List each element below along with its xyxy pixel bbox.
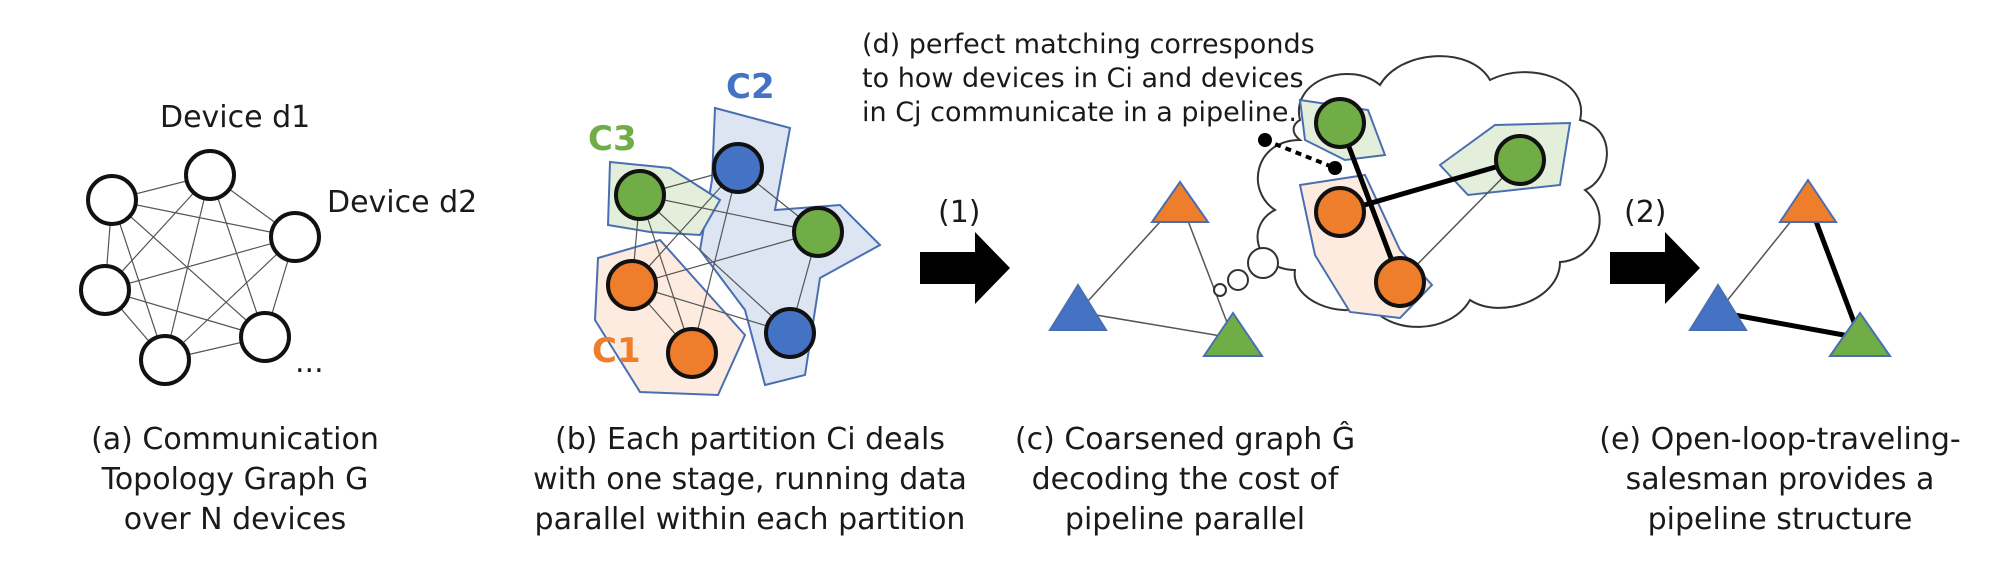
caption-line: Topology Graph G: [101, 462, 369, 497]
caption-line: with one stage, running data: [533, 462, 967, 497]
partition-c3-label: C3: [588, 119, 637, 159]
caption-line: pipeline structure: [1647, 502, 1913, 537]
arrow-1-icon: [920, 232, 1010, 304]
coarsened-node-blue: [1048, 283, 1108, 331]
caption-line: pipeline parallel: [1064, 502, 1306, 537]
device-node: [139, 334, 191, 386]
device-node: [269, 211, 321, 263]
matching-note: (d) perfect matching corresponds to how …: [862, 28, 1315, 130]
pointer-dot: [1258, 133, 1272, 147]
coarsened-node-green: [1202, 311, 1264, 357]
tsp-node-green: [1828, 311, 1892, 357]
tsp-path-edge: [1717, 309, 1861, 341]
step-1-label: (1): [938, 195, 981, 230]
caption-b: (b) Each partition Ci deals with one sta…: [525, 420, 975, 540]
tsp-node-blue: [1688, 283, 1748, 331]
device-d1-label: Device d1: [160, 100, 310, 135]
device-nodes: [79, 149, 321, 386]
note-line: to how devices in Ci and devices: [862, 63, 1304, 94]
arrow-2-icon: [1610, 232, 1700, 304]
pointer-dot: [1328, 161, 1342, 175]
device-node: [86, 174, 138, 226]
caption-line: (b) Each partition Ci deals: [555, 422, 945, 457]
caption-line: (a) Communication: [91, 422, 379, 457]
cloud-orange-node: [1374, 256, 1426, 308]
note-line: (d) perfect matching corresponds: [862, 29, 1315, 60]
c2-node: [764, 307, 816, 359]
c1-node: [666, 327, 718, 379]
caption-line: salesman provides a: [1625, 462, 1935, 497]
matching-edge: [1339, 157, 1521, 215]
caption-a: (a) Communication Topology Graph G over …: [60, 420, 410, 540]
coarsened-node-orange: [1150, 180, 1210, 223]
c1-node: [606, 259, 658, 311]
device-node: [184, 149, 236, 201]
caption-line: parallel within each partition: [534, 502, 966, 537]
caption-line: (e) Open-loop-traveling-: [1599, 422, 1961, 457]
pointer-line: [1264, 138, 1336, 170]
caption-e: (e) Open-loop-traveling- salesman provid…: [1590, 420, 1970, 540]
partition-c2-label: C2: [726, 67, 775, 107]
c3-node: [792, 206, 844, 258]
tsp-node-orange: [1778, 178, 1838, 223]
cloud-orange-node: [1314, 186, 1366, 238]
c3-node: [614, 169, 666, 221]
cloud-edge: [1399, 159, 1521, 283]
caption-line: over N devices: [123, 502, 347, 537]
partition-c1-label: C1: [592, 331, 641, 371]
ellipsis: ...: [295, 345, 324, 380]
cloud-green-node: [1314, 97, 1366, 149]
device-node: [79, 264, 131, 316]
caption-c: (c) Coarsened graph Ĝ decoding the cost …: [1005, 420, 1365, 540]
caption-line: (c) Coarsened graph Ĝ: [1014, 422, 1356, 457]
cloud-green-node: [1494, 134, 1546, 186]
device-d2-label: Device d2: [327, 185, 477, 220]
c2-node: [712, 142, 764, 194]
step-2-label: (2): [1624, 195, 1667, 230]
note-line: in Cj communicate in a pipeline.: [862, 97, 1298, 128]
caption-line: decoding the cost of: [1031, 462, 1339, 497]
device-node: [239, 311, 291, 363]
